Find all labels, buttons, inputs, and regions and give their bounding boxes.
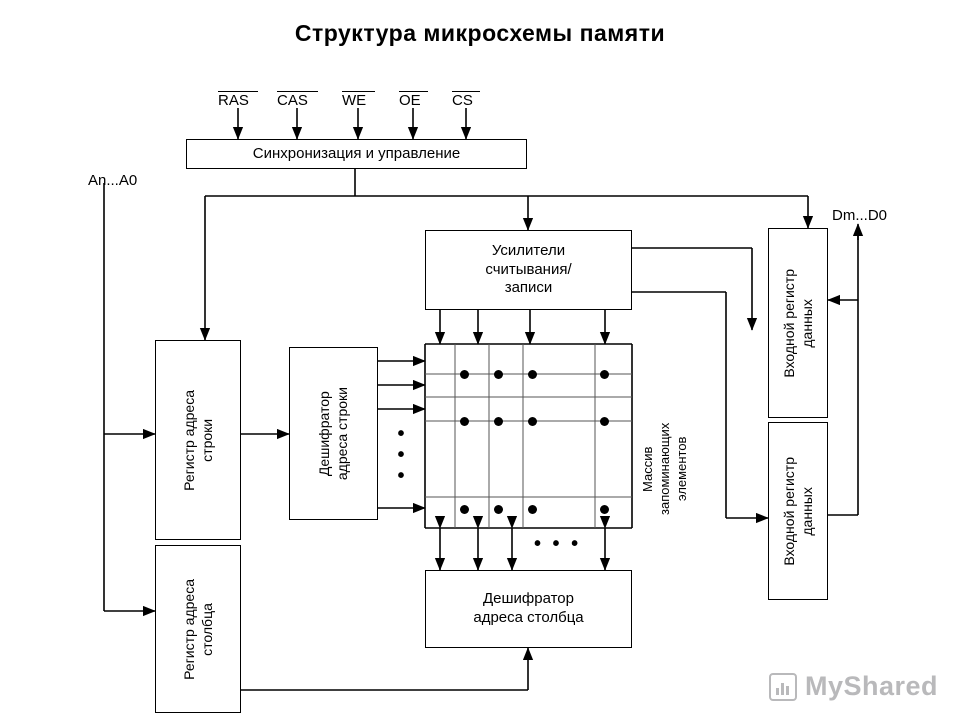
signal-overline-we: [342, 91, 375, 92]
page-title: Структура микросхемы памяти: [294, 20, 666, 46]
memory-cell-dot: [528, 370, 537, 379]
memory-cell-dot: [494, 505, 503, 514]
block-column-address-register[interactable]: Регистр адреса столбца: [155, 545, 241, 713]
memory-cell-dot: [460, 370, 469, 379]
block-column-decoder[interactable]: Дешифратор адреса столбца: [425, 570, 632, 648]
block-amplifiers-label: Усилители считывания/ записи: [485, 241, 572, 297]
signal-label-we: WE: [342, 92, 367, 109]
memory-cell-dot: [494, 370, 503, 379]
block-row-decoder-label: Дешифратор адреса строки: [316, 386, 351, 481]
block-sync-control[interactable]: Синхронизация и управление: [186, 139, 527, 169]
watermark: MyShared: [768, 671, 938, 702]
signal-label-oe: OE: [399, 92, 421, 109]
column-ellipsis: • • •: [534, 533, 582, 555]
signal-overline-cs: [452, 91, 480, 92]
block-data-register-top[interactable]: Входной регистр данных: [768, 228, 828, 418]
block-data-register-bottom[interactable]: Входной регистр данных: [768, 422, 828, 600]
block-row-address-register-label: Регистр адреса строки: [180, 389, 215, 491]
memory-cell-dot: [460, 505, 469, 514]
signal-label-cas: CAS: [277, 92, 308, 109]
memory-cell-dot: [460, 417, 469, 426]
block-column-decoder-label: Дешифратор адреса столбца: [473, 590, 584, 626]
row-ellipsis: • • •: [397, 423, 405, 487]
block-row-address-register[interactable]: Регистр адреса строки: [155, 340, 241, 540]
watermark-text: MyShared: [804, 671, 938, 701]
memory-cell-dot: [600, 417, 609, 426]
block-column-address-register-label: Регистр адреса столбца: [180, 578, 215, 680]
memory-cell-dot: [600, 505, 609, 514]
signal-overline-oe: [399, 91, 428, 92]
block-data-register-bottom-label: Входной регистр данных: [780, 456, 815, 566]
signal-overline-cas: [277, 91, 318, 92]
block-amplifiers[interactable]: Усилители считывания/ записи: [425, 230, 632, 310]
memory-cell-dot: [600, 370, 609, 379]
memory-cell-dot: [494, 417, 503, 426]
block-row-decoder[interactable]: Дешифратор адреса строки: [289, 347, 378, 520]
signal-label-cs: CS: [452, 92, 473, 109]
block-data-register-top-label: Входной регистр данных: [780, 268, 815, 378]
memory-cell-dot: [528, 417, 537, 426]
block-sync-control-label: Синхронизация и управление: [252, 144, 461, 162]
chart-bar-icon: [768, 672, 797, 701]
memory-cell-dot: [528, 505, 537, 514]
signal-overline-ras: [218, 91, 258, 92]
data-bus-label: Dm...D0: [832, 207, 888, 224]
memory-array-label: Массив запоминающих элементов: [640, 422, 689, 516]
signal-label-ras: RAS: [218, 92, 249, 109]
address-bus-label: An...A0: [88, 172, 138, 189]
